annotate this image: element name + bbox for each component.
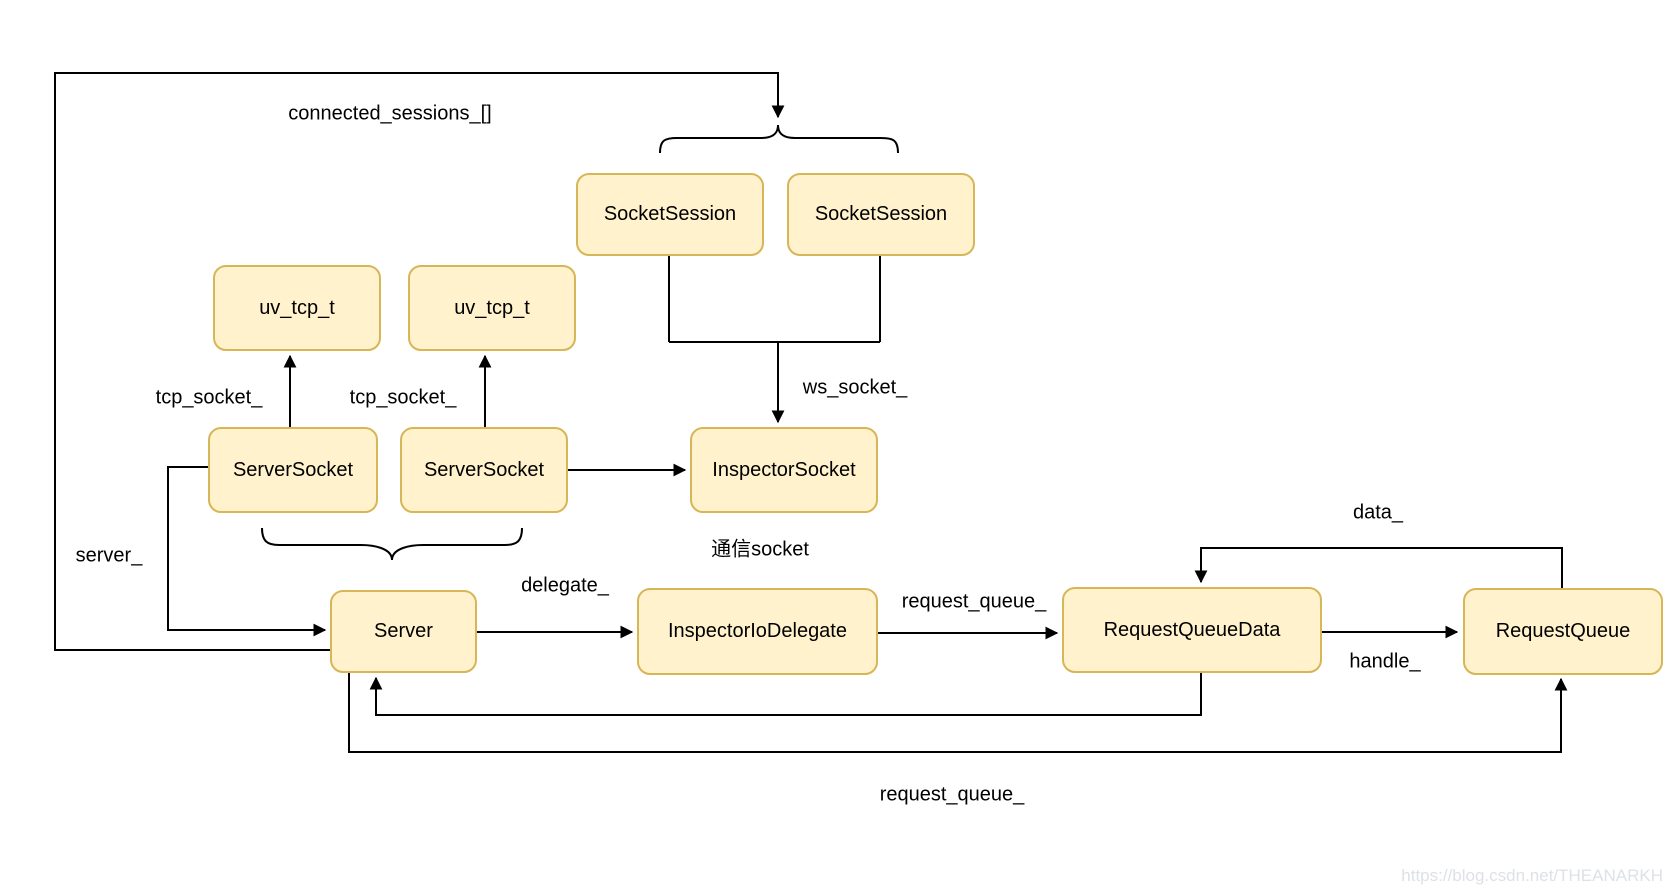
brace-socket-sessions [659,124,899,154]
edge-data [1194,547,1563,588]
label-handle-ref: handle_ [1346,650,1424,674]
node-socket-session-1: SocketSession [576,173,764,256]
node-inspector-socket: InspectorSocket [690,427,878,513]
label-request-queue-bottom: request_queue_ [876,783,1028,807]
edge-requestqueuedata-server [369,673,1202,716]
label-server-ref: server_ [72,544,146,568]
node-inspector-io-delegate: InspectorIoDelegate [637,588,878,675]
label-ws-socket: ws_socket_ [799,376,911,400]
node-server-socket-1: ServerSocket [208,427,378,513]
node-uv-tcp-2: uv_tcp_t [408,265,576,351]
label-tcp-socket-2: tcp_socket_ [346,386,460,410]
edge-request-queue-bottom [348,673,1568,753]
label-delegate: delegate_ [518,574,612,598]
node-server: Server [330,590,477,673]
brace-server-sockets [261,527,523,561]
edge-connected-sessions [54,72,785,651]
node-server-socket-2: ServerSocket [400,427,568,513]
label-comm-socket: 通信socket [708,538,812,562]
label-data-ref: data_ [1349,501,1407,525]
node-socket-session-2: SocketSession [787,173,975,256]
watermark-text: https://blog.csdn.net/THEANARKH [1401,866,1663,885]
node-request-queue-data: RequestQueueData [1062,587,1322,673]
label-connected-sessions: connected_sessions_[] [285,102,495,126]
node-request-queue: RequestQueue [1463,588,1663,675]
label-request-queue-top: request_queue_ [898,590,1050,614]
label-tcp-socket-1: tcp_socket_ [152,386,266,410]
node-uv-tcp-1: uv_tcp_t [213,265,381,351]
